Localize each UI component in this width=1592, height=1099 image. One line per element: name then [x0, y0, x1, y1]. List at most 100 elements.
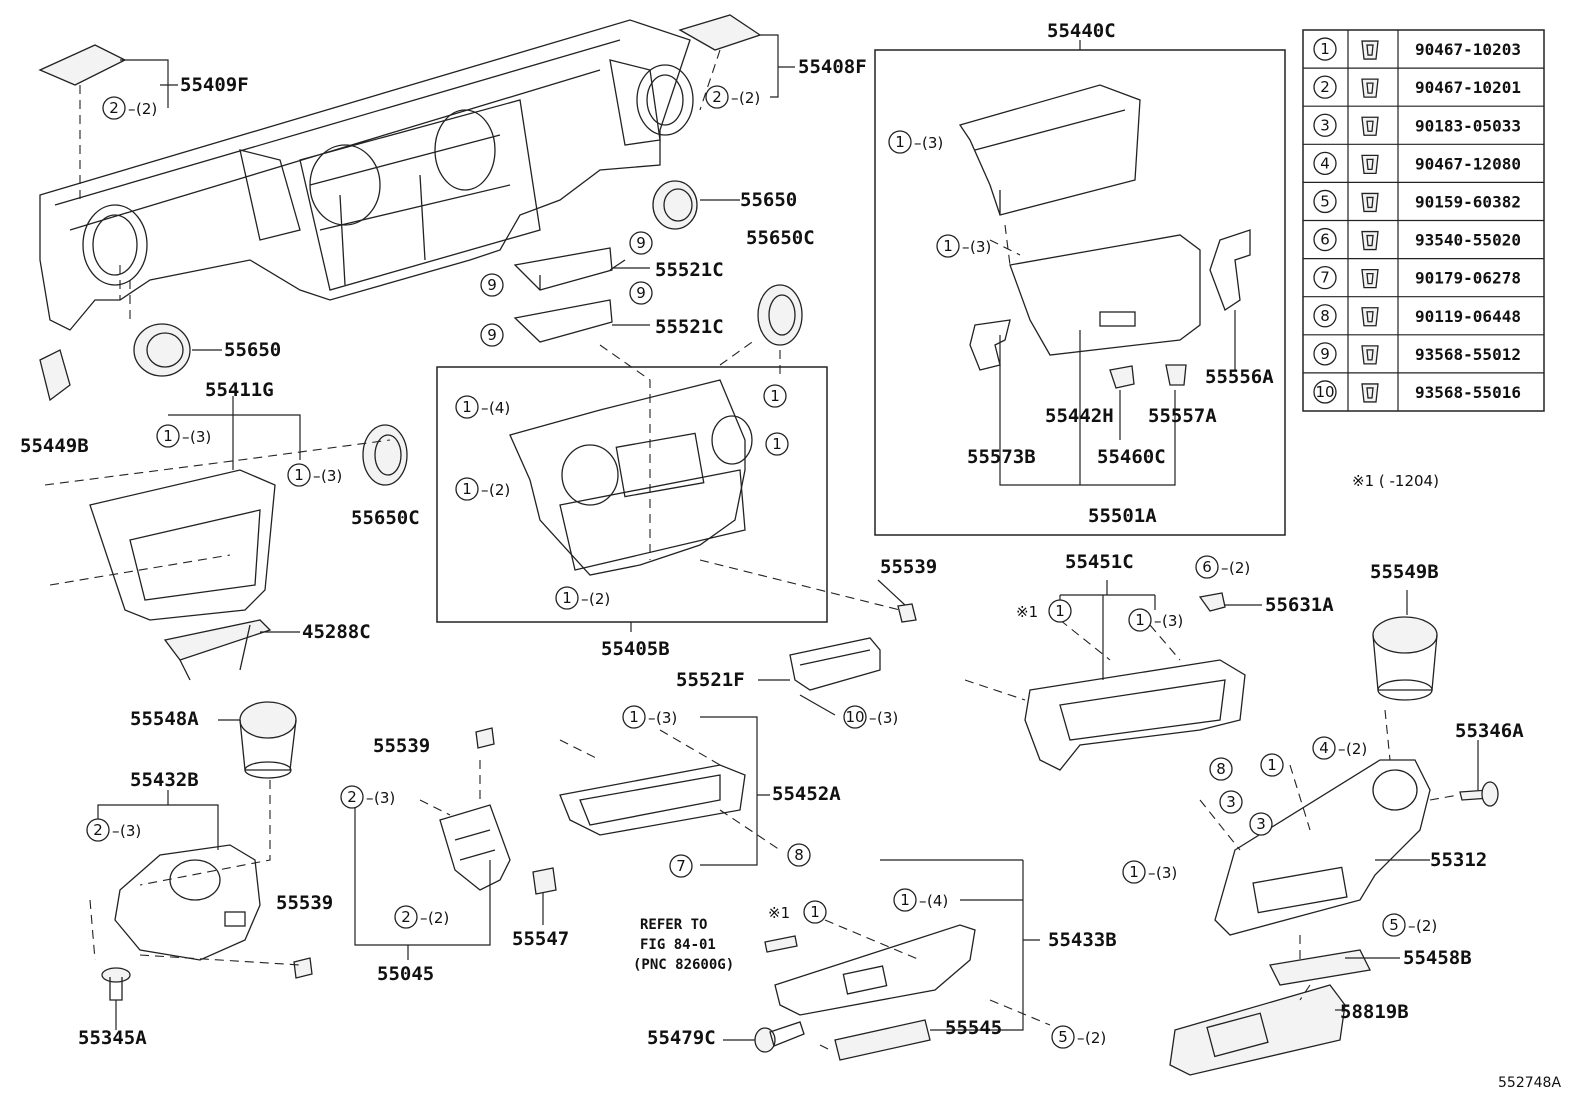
label-55433b: 55433B — [1048, 929, 1117, 951]
refer-to-line: FIG 84-01 — [640, 937, 716, 953]
table-index-circle — [1313, 75, 1337, 99]
callout-qty: (3) — [922, 134, 943, 152]
fastener-part-number: 90119-06448 — [1415, 307, 1521, 326]
svg-text:–: – — [1077, 1029, 1085, 1047]
callout-number: 1 — [163, 427, 173, 445]
table-index-circle — [1313, 265, 1337, 290]
callout-number: 1 — [772, 435, 782, 453]
callout-qty: (2) — [1085, 1029, 1106, 1047]
label-58819b: 58819B — [1340, 1001, 1409, 1023]
clip-55539-c-drawing — [293, 957, 313, 979]
callout-qty: (2) — [136, 100, 157, 118]
cup-holder-55548a-drawing — [239, 701, 297, 779]
label-55458b: 55458B — [1403, 947, 1472, 969]
label-55539-c: 55539 — [276, 892, 333, 914]
svg-text:–: – — [366, 789, 374, 807]
fastener-part-number: 90467-12080 — [1415, 154, 1521, 173]
fastener-icon — [1361, 269, 1379, 289]
table-index: 2 — [1320, 78, 1330, 96]
svg-text:–: – — [1338, 740, 1346, 758]
label-55556a: 55556A — [1205, 366, 1274, 388]
damper-55557a-drawing — [1165, 364, 1187, 386]
fastener-icon — [1361, 345, 1379, 365]
fastener-icon — [1361, 78, 1379, 98]
fastener-icon — [1361, 192, 1379, 213]
svg-text:–: – — [481, 481, 489, 499]
fastener-part-number: 93540-55020 — [1415, 231, 1521, 250]
table-index: 9 — [1320, 345, 1330, 363]
panel-55432b-drawing — [114, 844, 261, 961]
callout-number: 1 — [562, 589, 572, 607]
leader-lines — [97, 34, 1479, 1041]
label-55346a: 55346A — [1455, 720, 1524, 742]
callout-number: 1 — [1267, 756, 1277, 774]
callout-qty: (2) — [428, 909, 449, 927]
callout-number: 1 — [1135, 611, 1145, 629]
callout-number: 1 — [900, 891, 910, 909]
hinge-55556a-drawing — [1209, 229, 1251, 311]
clip-55547-drawing — [532, 867, 557, 895]
bracket-55045-drawing — [439, 804, 511, 891]
table-index: 6 — [1320, 231, 1330, 249]
cover-55545-drawing — [834, 1019, 931, 1061]
center-cluster-55405b-drawing — [509, 379, 753, 576]
callout-number: 3 — [1256, 815, 1266, 833]
fastener-part-number: 93568-55016 — [1415, 383, 1521, 402]
callout-number: 10 — [845, 708, 864, 726]
callout-number: 8 — [794, 846, 804, 864]
hinge-55573b-drawing — [969, 319, 1011, 371]
callout-number: 9 — [487, 326, 497, 344]
label-55045: 55045 — [377, 963, 434, 985]
label-55650-upper: 55650 — [740, 189, 797, 211]
fastener-part-number: 90183-05033 — [1415, 116, 1521, 135]
applicability-note: ※1 ( -1204) — [1352, 472, 1439, 490]
callout-qty: (2) — [739, 89, 760, 107]
label-55501a: 55501A — [1088, 505, 1157, 527]
label-55479c: 55479C — [647, 1027, 716, 1049]
label-55521c-upper: 55521C — [655, 259, 724, 281]
table-index-circle — [1313, 304, 1337, 328]
callout-number: 6 — [1202, 558, 1212, 576]
label-55521f: 55521F — [676, 669, 745, 691]
fastener-icon — [1361, 383, 1379, 403]
label-55440c: 55440C — [1047, 20, 1116, 42]
svg-text:–: – — [731, 89, 739, 107]
panel-55433b-drawing — [774, 924, 976, 1016]
callout-number: 1 — [1055, 602, 1065, 620]
bracket-55451c-drawing — [1024, 659, 1246, 771]
panel-45288c-drawing — [163, 619, 272, 681]
pocket-55521c-upper-drawing — [513, 247, 650, 291]
label-55345a: 55345A — [78, 1027, 147, 1049]
cover-55458b-drawing — [1269, 949, 1371, 986]
label-55650c-upper: 55650C — [746, 227, 815, 249]
callout-qty: (2) — [1416, 917, 1437, 935]
callout-qty: (4) — [489, 399, 510, 417]
clip-55631a-drawing — [1198, 592, 1262, 612]
pocket-55521f-drawing — [789, 637, 881, 691]
fastener-part-number: 90467-10201 — [1415, 78, 1521, 97]
svg-text:–: – — [581, 590, 589, 608]
callout-number: 2 — [93, 821, 103, 839]
glove-box-55440c-drawing — [958, 84, 1141, 216]
fastener-icon — [1361, 116, 1379, 136]
label-55547: 55547 — [512, 928, 569, 950]
callout-qty: – — [128, 100, 136, 118]
label-55312: 55312 — [1430, 849, 1487, 871]
label-55411g: 55411G — [205, 379, 274, 401]
callout-qty: (4) — [927, 892, 948, 910]
fastener-part-number: 93568-55012 — [1415, 345, 1521, 364]
vent-55650-lower-drawing — [133, 323, 222, 377]
callout-number: 1 — [462, 480, 472, 498]
note-symbol: ※1 — [1016, 603, 1038, 621]
table-index: 10 — [1315, 383, 1334, 401]
label-55539-a: 55539 — [880, 556, 937, 578]
table-index: 5 — [1320, 192, 1330, 210]
callout-number: 2 — [347, 788, 357, 806]
callout-number: 2 — [109, 99, 119, 117]
callout-qty: (3) — [656, 709, 677, 727]
callout-number: 1 — [629, 708, 639, 726]
vent-55650c-upper-drawing — [757, 284, 803, 346]
svg-text:–: – — [1148, 864, 1156, 882]
callout-number: 1 — [1129, 863, 1139, 881]
label-55405b: 55405B — [601, 638, 670, 660]
